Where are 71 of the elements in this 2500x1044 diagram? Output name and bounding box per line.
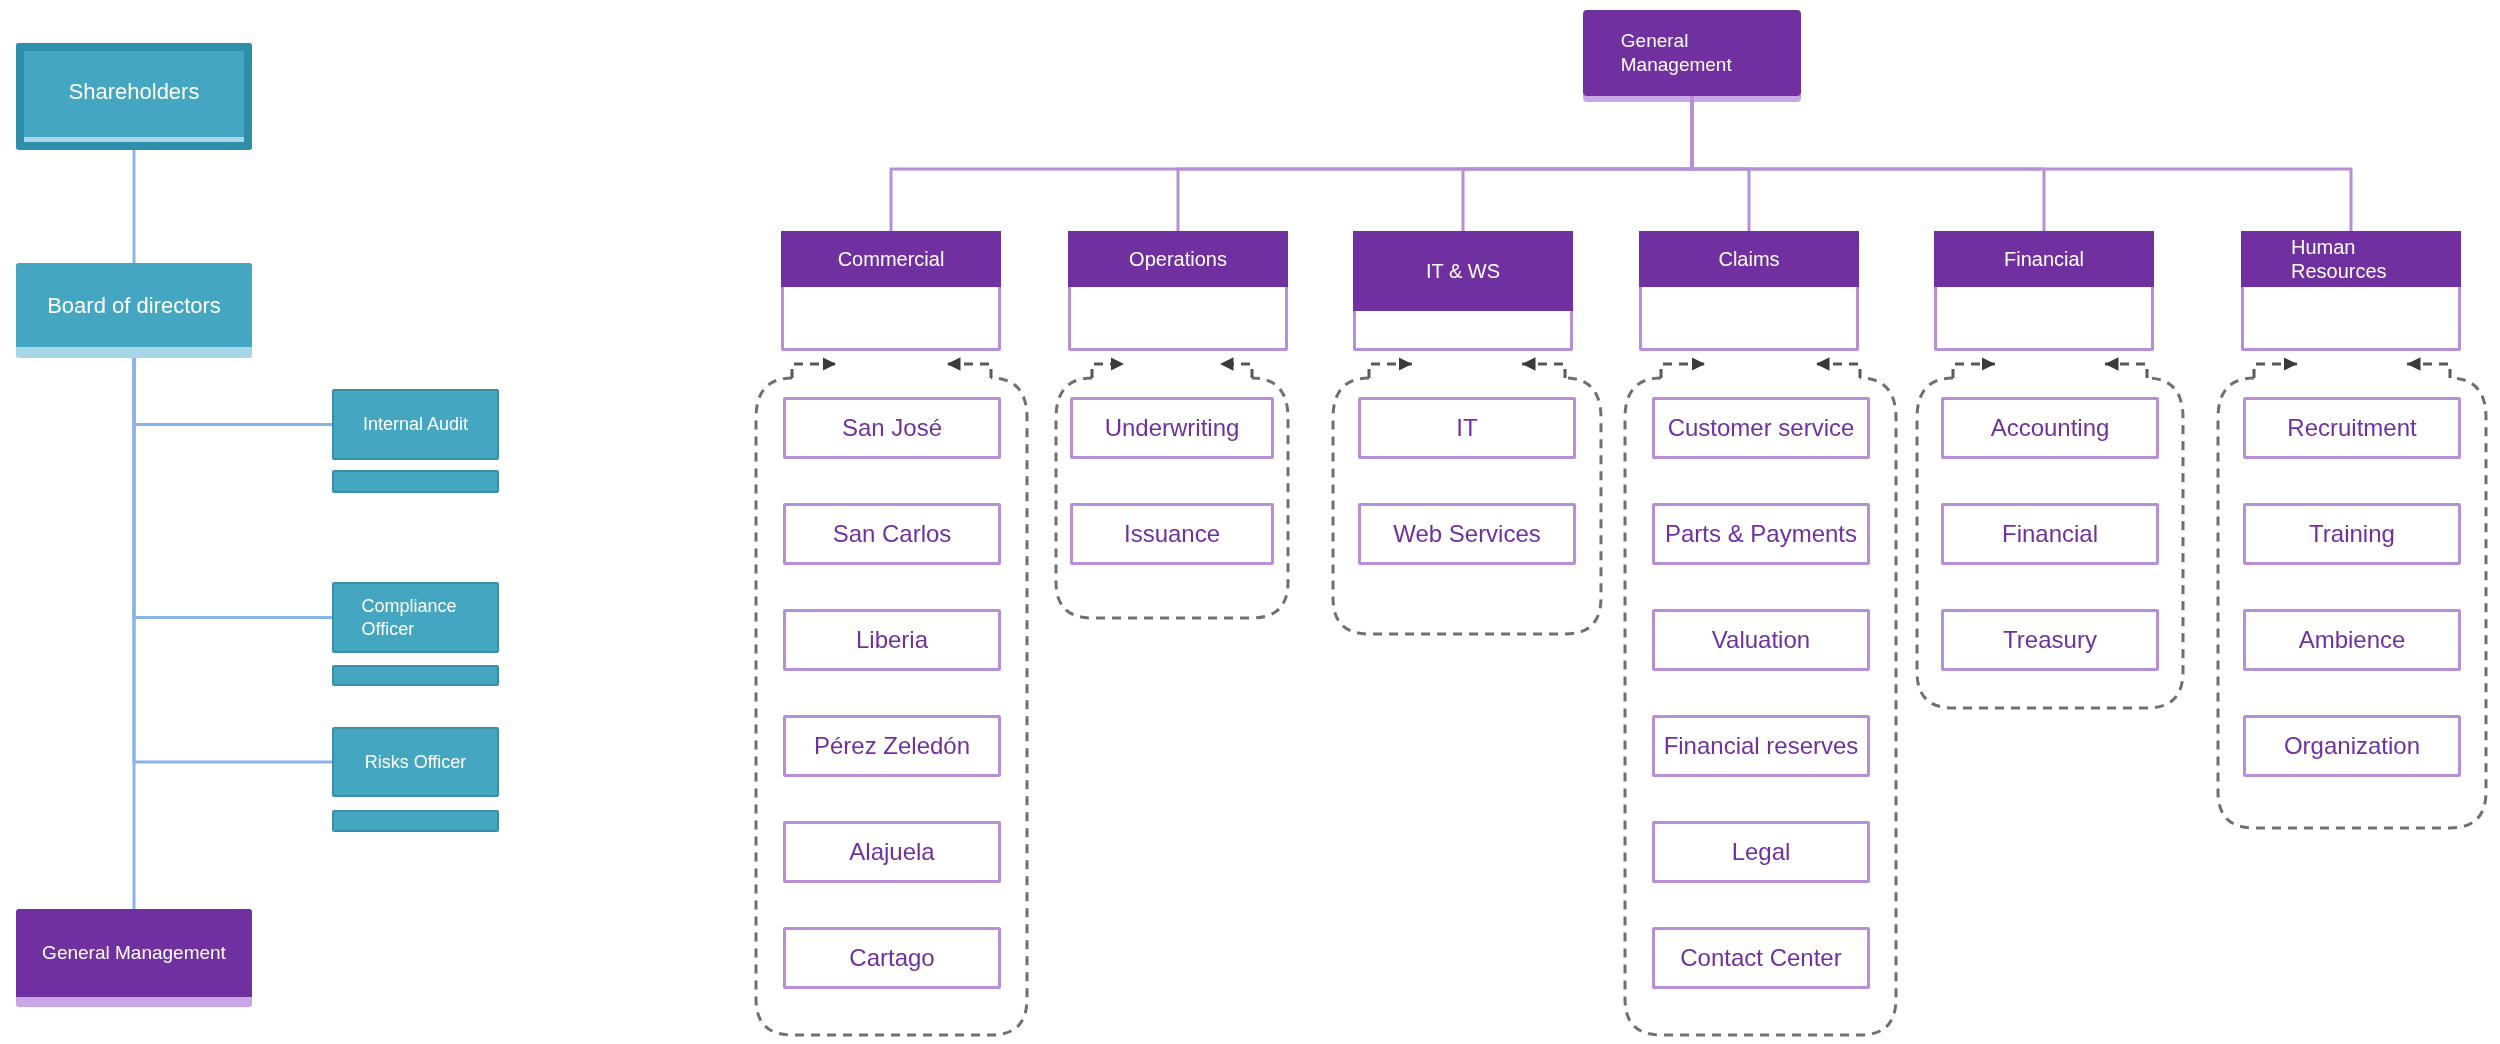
box-label: General Management [1620,29,1733,77]
box-label: Compliance Officer [361,595,458,640]
unit-box: Web Services [1358,503,1576,565]
department-box [1934,231,2154,351]
position-box [332,582,499,653]
unit-box: Cartago [783,927,1001,989]
connector-line [947,357,993,378]
position-box [332,389,499,460]
connector-line [1659,357,1705,378]
unit-box: Underwriting [1070,397,1274,459]
unit-box: Liberia [783,609,1001,671]
dashed-group-frame [1052,376,1292,622]
unit-box: Parts & Payments [1652,503,1870,565]
connector-line [1090,357,1124,378]
department-box [1068,231,1288,351]
connector-line [132,150,136,263]
unit-box: Contact Center [1652,927,1870,989]
unit-box: Pérez Zeledón [783,715,1001,777]
unit-box: Financial [1941,503,2159,565]
dashed-group-frame [1329,376,1605,638]
unit-box: Ambience [2243,609,2461,671]
department-title: Operations [1068,231,1288,287]
connector-line [2252,357,2297,378]
connector-line [1951,357,1995,378]
dashed-group-frame [752,376,1031,1039]
department-title: Human Resources [2241,231,2461,287]
box-label: General Management [42,941,226,965]
position-box [332,727,499,797]
box-label: Internal Audit [362,413,469,436]
department-box [1353,231,1573,351]
unit-box: IT [1358,397,1576,459]
connector-line [2407,357,2452,378]
unit-box: Recruitment [2243,397,2461,459]
connector-line [1367,357,1412,378]
unit-box: Valuation [1652,609,1870,671]
placeholder-bar [332,470,499,493]
connector-line [2105,357,2149,378]
unit-box: Financial reserves [1652,715,1870,777]
unit-box: Legal [1652,821,1870,883]
department-box [2241,231,2461,351]
unit-box: Issuance [1070,503,1274,565]
position-box [16,909,252,1007]
unit-box: Customer service [1652,397,1870,459]
dashed-group-frame [1913,376,2187,712]
placeholder-bar [332,665,499,686]
unit-box: Organization [2243,715,2461,777]
connector-line [132,358,136,909]
connector-line [790,357,836,378]
department-title: IT & WS [1353,231,1573,311]
connector-line [1522,357,1567,378]
unit-box: Treasury [1941,609,2159,671]
department-title: Financial [1934,231,2154,287]
department-title: Claims [1639,231,1859,287]
unit-box: San José [783,397,1001,459]
position-box [16,263,252,358]
placeholder-bar [332,810,499,832]
dashed-group-frame [1621,376,1900,1039]
department-box [1639,231,1859,351]
position-box [16,43,252,150]
box-label: Risks Officer [364,750,467,774]
unit-box: Training [2243,503,2461,565]
unit-box: Alajuela [783,821,1001,883]
unit-box: Accounting [1941,397,2159,459]
box-label: Board of directors [47,291,221,320]
department-title: Commercial [781,231,1001,287]
dashed-group-frame [2214,376,2490,832]
department-box [781,231,1001,351]
connector-line [1220,357,1254,378]
box-label: Shareholders [68,77,200,106]
unit-box: San Carlos [783,503,1001,565]
connector-line [1816,357,1862,378]
